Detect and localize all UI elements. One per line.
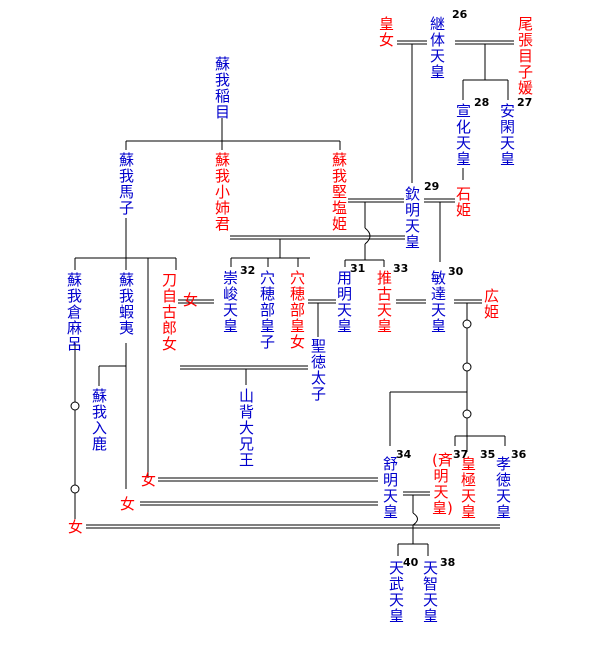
node-onna-jomei-2: 女 [119, 495, 135, 513]
number-ankan: 27 [517, 96, 533, 109]
node-tenji: 天智天皇 [422, 559, 438, 625]
node-tenmu: 天武天皇 [388, 559, 404, 625]
number-jomei: 34 [396, 448, 412, 461]
node-saimei: (斉明天皇) [432, 451, 453, 517]
node-ishi: 石姫 [455, 185, 471, 219]
node-shotoku: 聖徳太子 [310, 337, 326, 403]
number-kinmei: 29 [424, 180, 440, 193]
node-bidatsu: 敏達天皇 [430, 269, 446, 335]
node-hiro: 広姫 [483, 287, 499, 321]
node-jomei: 舒明天皇 [382, 455, 398, 521]
node-kinmei: 欽明天皇 [404, 185, 420, 251]
number-sushun: 32 [240, 264, 256, 277]
number-suiko: 33 [393, 262, 409, 275]
node-kogyoku: 皇極天皇 [460, 455, 476, 521]
node-soga-iruka: 蘇我入鹿 [91, 387, 107, 453]
node-ankan: 安閑天皇 [499, 102, 515, 168]
node-kotoku: 孝徳天皇 [495, 455, 511, 521]
node-owari: 尾張目子媛 [517, 15, 533, 97]
node-anahobe-miko: 穴穂部皇子 [259, 269, 275, 351]
node-suiko: 推古天皇 [376, 269, 392, 335]
node-onna-kurayamada: 女 [67, 518, 83, 536]
node-senka: 宣化天皇 [455, 102, 471, 168]
number-kotoku: 36 [511, 448, 527, 461]
node-soga-emishi: 蘇我蝦夷 [118, 271, 134, 337]
node-yomei: 用明天皇 [336, 269, 352, 335]
node-soga-kurayamada: 蘇我倉麻呂 [66, 271, 82, 353]
number-tenmu: 40 [403, 556, 419, 569]
number-senka: 28 [474, 96, 490, 109]
number-keitai: 26 [452, 8, 468, 21]
number-tenji: 38 [440, 556, 456, 569]
number-kogyoku: 35 [480, 448, 496, 461]
number-yomei: 31 [350, 262, 366, 275]
node-onna-tojiko: 女 [182, 291, 198, 309]
number-saimei: 37 [453, 448, 469, 461]
node-keitai: 継体天皇 [429, 15, 445, 81]
node-soga-kitashi: 蘇我堅塩姫 [331, 151, 347, 233]
node-soga-iname: 蘇我稲目 [214, 55, 230, 121]
node-soga-umako: 蘇我馬子 [118, 151, 134, 217]
node-soga-oane: 蘇我小姉君 [214, 151, 230, 233]
node-anahobe-himemiko: 穴穂部皇女 [289, 269, 305, 351]
node-tojiko: 刀自古郎女 [161, 271, 177, 353]
node-sushun: 崇峻天皇 [222, 269, 238, 335]
node-onna-jomei-1: 女 [140, 471, 156, 489]
number-bidatsu: 30 [448, 265, 464, 278]
node-yamashiro: 山背大兄王 [238, 387, 254, 469]
node-kojo: 皇女 [378, 15, 394, 49]
